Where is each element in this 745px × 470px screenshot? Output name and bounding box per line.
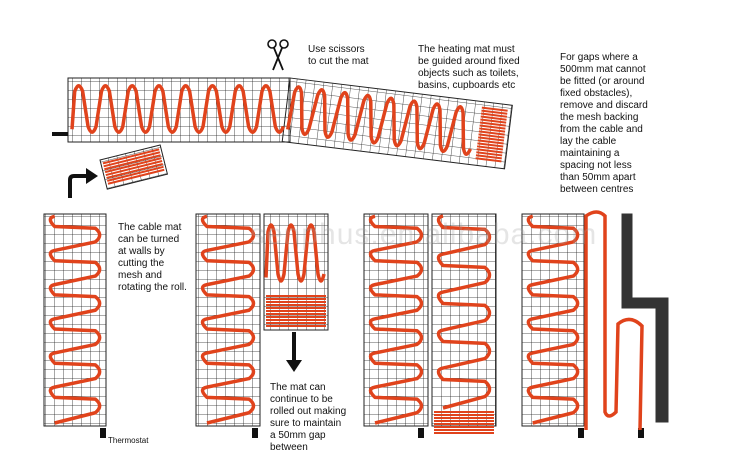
top-mat-right-dense-line bbox=[481, 109, 508, 115]
thermostat-lead-5 bbox=[638, 428, 644, 438]
scissors-icon bbox=[267, 39, 289, 71]
watermark: senphus.en.alibaba.com bbox=[250, 218, 598, 251]
top-mat-right-dense-line bbox=[480, 115, 507, 121]
top-mat-right-dense-line bbox=[480, 118, 507, 124]
note-thermostat: Thermostat bbox=[108, 436, 149, 445]
top-mat-right-dense-line bbox=[476, 148, 503, 154]
mat-col-4-cable bbox=[368, 214, 424, 425]
top-mat-right-dense-line bbox=[475, 157, 502, 163]
top-mat-right-dense-line bbox=[477, 139, 504, 145]
rotated-roll bbox=[99, 144, 169, 190]
rotated-roll-dense-line bbox=[104, 154, 161, 171]
top-mat-right-dense-line bbox=[479, 127, 506, 133]
mat-col-1-cable bbox=[48, 214, 102, 425]
turn-arrow-icon bbox=[68, 168, 98, 198]
rotated-roll-dense-line bbox=[107, 168, 165, 185]
note-scissors: Use scissors to cut the mat bbox=[308, 44, 369, 67]
mat-col-5-dense bbox=[434, 411, 494, 434]
note-fixed-objects: The heating mat must be guided around fi… bbox=[418, 44, 520, 91]
rotated-roll-dense-line bbox=[106, 162, 164, 179]
note-turned: The cable mat can be turned at walls by … bbox=[118, 222, 187, 293]
top-mat-left-cable bbox=[70, 84, 285, 134]
mat-col-3-cable bbox=[264, 223, 326, 283]
top-mat-right-dense-line bbox=[480, 112, 508, 118]
top-mat-right-dense-line bbox=[478, 130, 505, 136]
rotated-roll-dense-line bbox=[104, 157, 162, 174]
rotated-roll-dense-line bbox=[105, 160, 163, 177]
top-mat-right bbox=[281, 77, 513, 170]
top-mat-right-dense-line bbox=[477, 142, 504, 148]
top-mat-right-dense-line bbox=[476, 151, 503, 157]
top-mat-right-cable bbox=[285, 85, 472, 156]
top-mat-right-dense-line bbox=[479, 124, 506, 130]
top-mat-right-dense-line bbox=[478, 136, 505, 142]
mat-col-6-cable bbox=[526, 214, 580, 425]
thermostat-lead-4 bbox=[578, 428, 584, 438]
thermostat-lead-2 bbox=[252, 428, 258, 438]
note-rolled-out: The mat can continue to be rolled out ma… bbox=[270, 382, 347, 453]
top-mat-right-dense-line bbox=[476, 145, 503, 151]
rotated-roll-dense-line bbox=[102, 148, 160, 165]
top-mat-right-dense-line bbox=[475, 154, 502, 160]
thermostat-lead-1 bbox=[100, 428, 106, 438]
thermostat-lead-3 bbox=[418, 428, 424, 438]
rotated-roll-dense-line bbox=[107, 165, 164, 182]
mat-col-3-dense bbox=[266, 295, 326, 327]
top-mat-right-dense-line bbox=[478, 133, 505, 139]
down-arrow-icon bbox=[286, 332, 302, 372]
top-mat-right-dense bbox=[475, 106, 508, 163]
top-mat-right-dense-line bbox=[479, 121, 506, 127]
mat-col-5-cable bbox=[436, 214, 492, 410]
rotated-roll-dense-line bbox=[103, 151, 161, 168]
top-mat-right-dense-line bbox=[481, 106, 508, 112]
mat-col-2-cable bbox=[200, 214, 256, 425]
fixed-obstacle-wall bbox=[621, 213, 669, 423]
note-gaps: For gaps where a 500mm mat cannot be fit… bbox=[560, 52, 648, 195]
rotated-roll-dense bbox=[102, 148, 165, 185]
loose-cable bbox=[584, 210, 644, 431]
